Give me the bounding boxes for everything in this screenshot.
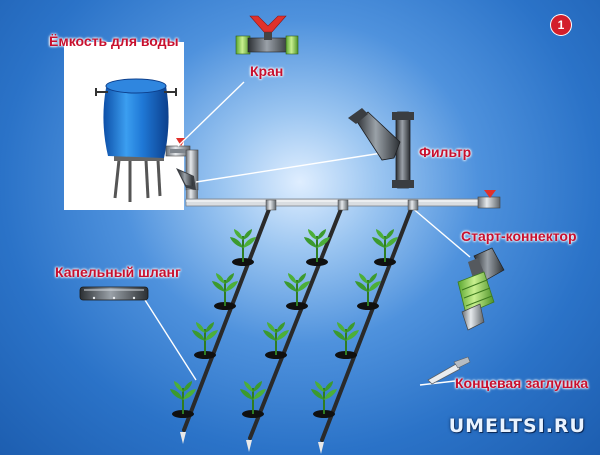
valve-icon bbox=[235, 15, 299, 55]
end-plug-icon bbox=[427, 356, 471, 385]
drip-lines bbox=[180, 199, 419, 454]
start-connector-icon bbox=[457, 247, 505, 331]
water-tank-icon bbox=[95, 78, 177, 202]
label-start-connector: Старт-коннектор bbox=[461, 228, 577, 244]
main-pipe bbox=[185, 190, 487, 207]
plants bbox=[169, 228, 399, 419]
label-filter: Фильтр bbox=[419, 144, 472, 160]
leader-lines bbox=[144, 81, 471, 386]
label-valve: Кран bbox=[250, 63, 284, 79]
label-drip-hose: Капельный шланг bbox=[55, 264, 181, 280]
figure-number-badge: 1 bbox=[551, 15, 571, 35]
end-valve-icon bbox=[477, 190, 501, 209]
site-watermark: UMELTSI.RU bbox=[448, 415, 586, 437]
drip-hose-icon bbox=[79, 286, 149, 301]
filter-icon bbox=[348, 108, 414, 189]
label-end-plug: Концевая заглушка bbox=[455, 375, 589, 391]
label-water-tank: Ёмкость для воды bbox=[49, 33, 179, 49]
inline-filter-icon bbox=[176, 168, 196, 190]
